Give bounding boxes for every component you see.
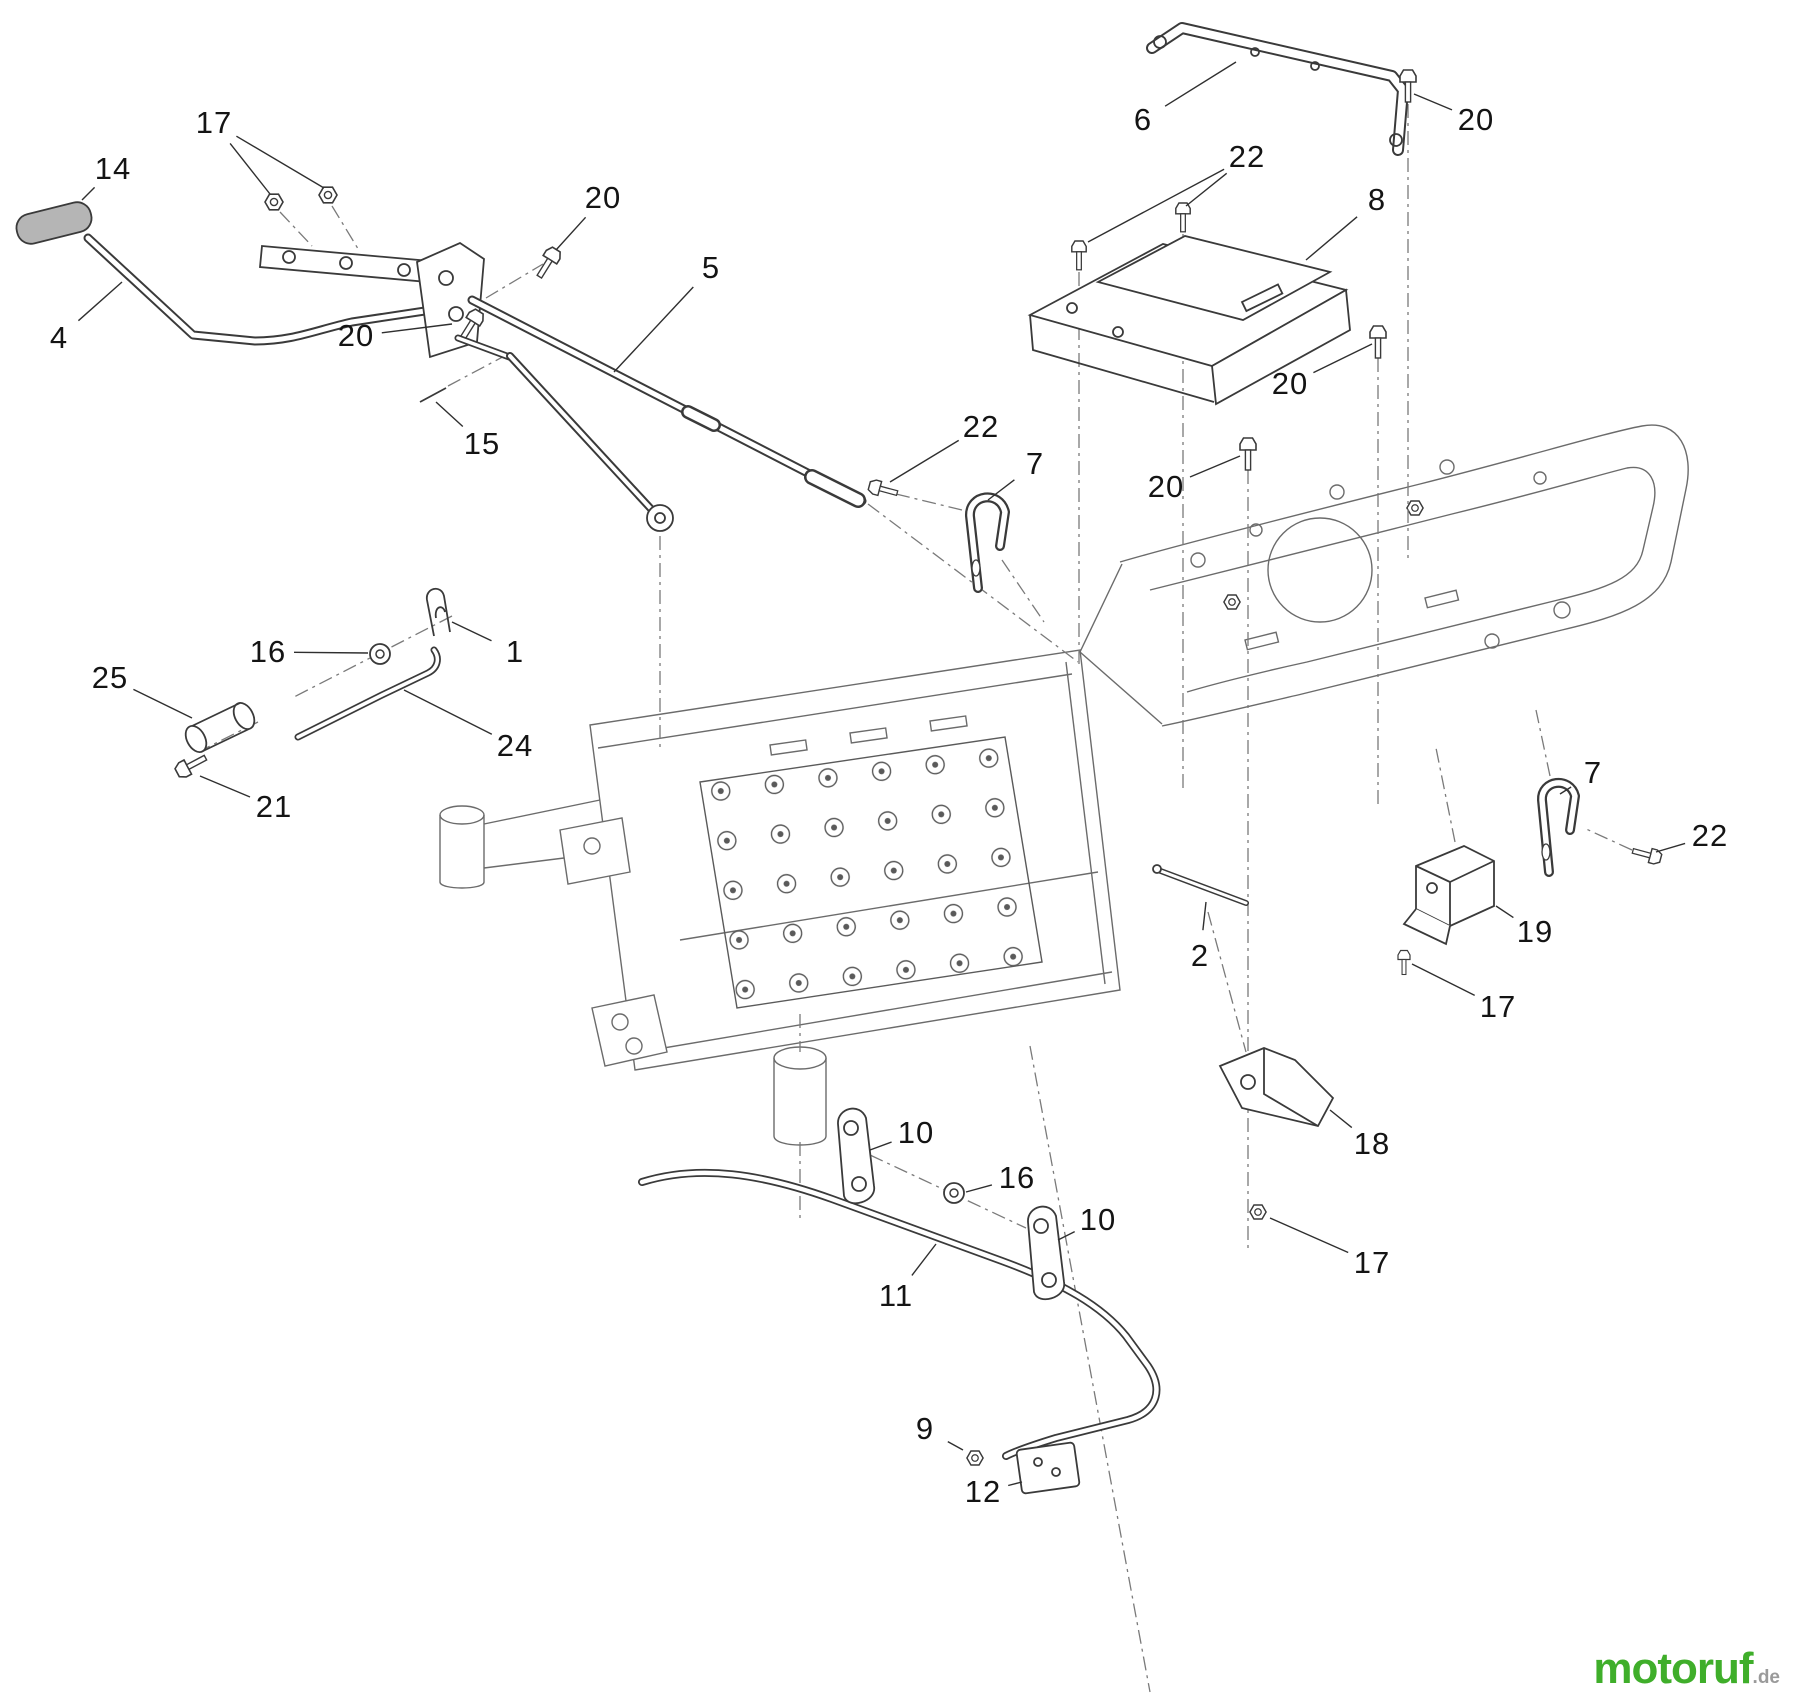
leader-line xyxy=(1185,172,1228,207)
top-bracket-plate-drawing xyxy=(1027,22,1417,471)
leader-line xyxy=(987,479,1015,501)
leader-line xyxy=(1413,93,1453,111)
leader-line xyxy=(435,401,464,428)
leader-line xyxy=(1655,842,1686,853)
leader-line xyxy=(1087,168,1225,243)
leader-line xyxy=(1559,786,1572,795)
leader-line xyxy=(403,689,493,735)
logo-name: motoruf xyxy=(1593,1644,1753,1693)
leader-line xyxy=(613,286,694,373)
leader-line xyxy=(1495,905,1514,919)
leader-line xyxy=(889,439,960,483)
leader-line xyxy=(293,651,369,654)
leader-line xyxy=(1202,901,1207,931)
leader-line xyxy=(81,186,96,201)
leader-line xyxy=(1269,1217,1349,1254)
leader-line xyxy=(1411,963,1476,997)
leader-line xyxy=(229,142,271,195)
leader-line xyxy=(1305,216,1358,261)
leader-line xyxy=(869,1141,892,1151)
leader-line xyxy=(1189,455,1241,478)
leader-line xyxy=(133,688,193,719)
leader-line xyxy=(236,135,325,189)
logo-tld: .de xyxy=(1752,1667,1780,1688)
leader-line xyxy=(1329,1109,1353,1129)
grip-handle-drawing xyxy=(15,201,93,245)
leader-line xyxy=(1164,61,1237,107)
leader-line xyxy=(947,1440,964,1451)
lever-assembly-drawing xyxy=(15,186,867,532)
leader-line xyxy=(1057,1230,1076,1241)
chassis-frame-drawing xyxy=(439,424,1689,1146)
leader-line xyxy=(965,1184,993,1193)
leader-line xyxy=(77,281,123,322)
leader-line xyxy=(381,323,453,334)
motoruf-logo[interactable]: motoruf.de xyxy=(1593,1647,1780,1691)
leader-line xyxy=(199,775,251,798)
leader-line xyxy=(911,1243,937,1276)
stabilizer-bar-drawing xyxy=(638,1107,1161,1495)
leader-line xyxy=(555,216,587,251)
leader-line xyxy=(451,621,492,642)
right-parts-drawing xyxy=(866,477,1664,1220)
leader-line xyxy=(1313,343,1373,374)
leader-line xyxy=(1008,1481,1023,1487)
pin-link-group-drawing xyxy=(172,587,451,781)
